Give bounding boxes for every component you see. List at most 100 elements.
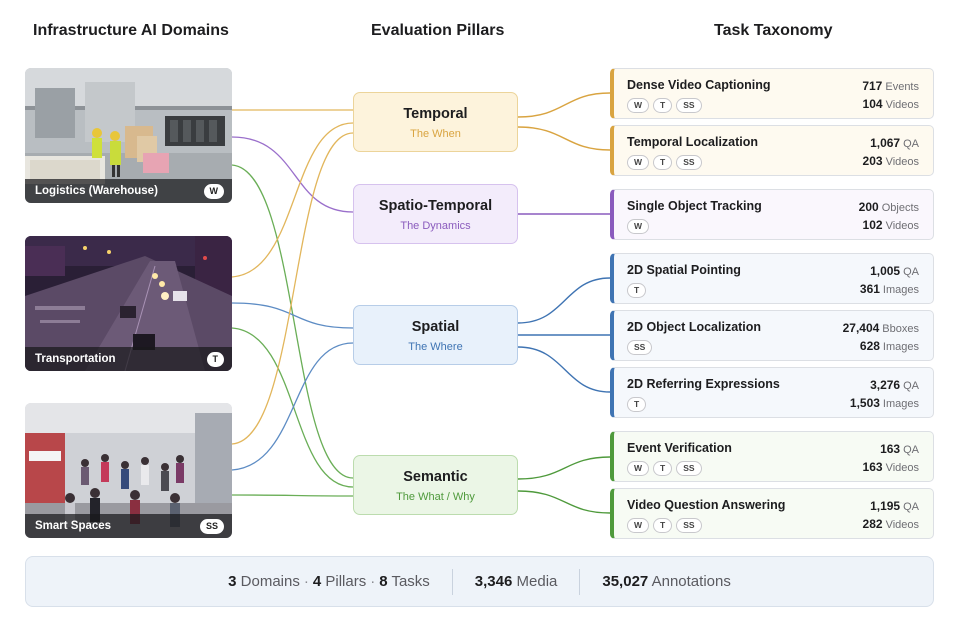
task-name: 2D Spatial Pointing — [627, 263, 741, 277]
pillar-temporal[interactable]: Temporal The When — [353, 92, 518, 152]
domain-card-smart-spaces[interactable]: Smart Spaces SS — [25, 403, 232, 538]
task-tags: W T SS — [627, 518, 702, 533]
pillar-spatio-temporal[interactable]: Spatio-Temporal The Dynamics — [353, 184, 518, 244]
link-logistics-spatiotemporal — [231, 136, 354, 213]
summary-bar: 3 Domains·4 Pillars·8 Tasks 3,346 Media … — [25, 556, 934, 607]
domain-tag: SS — [676, 98, 702, 113]
summary-counts: 3 Domains·4 Pillars·8 Tasks — [228, 573, 430, 590]
domain-badge: T — [206, 352, 224, 367]
pillar-semantic[interactable]: Semantic The What / Why — [353, 455, 518, 515]
domain-tag: W — [627, 155, 650, 170]
summary-divider — [579, 568, 581, 595]
domain-tag: SS — [676, 155, 702, 170]
domain-tag: T — [653, 518, 673, 533]
task-name: Single Object Tracking — [627, 199, 762, 213]
domain-tag: SS — [627, 340, 653, 355]
summary-annotations: 35,027 Annotations — [602, 573, 731, 590]
task-tags: W T SS — [627, 461, 702, 476]
link-spatial-re — [517, 346, 611, 393]
task-name: 2D Object Localization — [627, 320, 762, 334]
domains-header: Infrastructure AI Domains — [33, 22, 229, 39]
domain-label: Logistics (Warehouse) — [25, 179, 232, 203]
domain-label: Transportation — [25, 347, 232, 371]
task-name: Event Verification — [627, 441, 732, 455]
link-logistics-semantic — [231, 164, 354, 479]
link-temporal-tl — [517, 126, 611, 151]
task-tags: T — [627, 283, 647, 298]
task-name: Video Question Answering — [627, 498, 786, 512]
pillar-subtitle: The Where — [408, 341, 463, 353]
pillar-name: Spatio-Temporal — [378, 198, 493, 214]
link-smart-temporal — [231, 132, 354, 445]
pillar-subtitle: The Dynamics — [400, 220, 471, 232]
summary-divider — [451, 568, 453, 595]
domain-tag: T — [653, 98, 673, 113]
link-transport-temporal — [231, 122, 354, 278]
domain-tag: T — [653, 461, 673, 476]
summary-media: 3,346 Media — [474, 573, 558, 590]
link-smart-spatial — [231, 342, 354, 471]
domain-tag: T — [627, 283, 647, 298]
task-name: Dense Video Captioning — [627, 78, 771, 92]
task-tags: W T SS — [627, 155, 702, 170]
pillar-subtitle: The When — [410, 128, 461, 140]
task-name: 2D Referring Expressions — [627, 377, 780, 391]
link-transport-spatial — [231, 302, 354, 329]
domain-badge: SS — [199, 519, 224, 534]
domain-label: Smart Spaces — [25, 514, 232, 538]
task-tags: T — [627, 397, 647, 412]
task-tags: W T SS — [627, 98, 702, 113]
domain-tag: W — [627, 219, 650, 234]
link-spatial-sp — [517, 277, 611, 324]
domain-tag: W — [627, 98, 650, 113]
domain-badge: W — [203, 184, 224, 199]
pillar-subtitle: The What / Why — [396, 491, 475, 503]
pillar-name: Spatial — [411, 319, 460, 335]
task-name: Temporal Localization — [627, 135, 759, 149]
link-semantic-vqa — [517, 490, 611, 514]
pillar-name: Semantic — [403, 469, 468, 485]
domain-tag: T — [627, 397, 647, 412]
link-smart-semantic — [231, 494, 354, 497]
taxonomy-header: Task Taxonomy — [714, 22, 833, 39]
domain-tag: W — [627, 461, 650, 476]
domain-tag: SS — [676, 461, 702, 476]
task-tags: W — [627, 219, 650, 234]
task-tags: SS — [627, 340, 653, 355]
domain-tag: T — [653, 155, 673, 170]
link-temporal-dvc — [517, 92, 611, 118]
link-semantic-ev — [517, 456, 611, 480]
pillar-spatial[interactable]: Spatial The Where — [353, 305, 518, 365]
domain-tag: SS — [676, 518, 702, 533]
domain-card-logistics[interactable]: Logistics (Warehouse) W — [25, 68, 232, 203]
domain-card-transportation[interactable]: Transportation T — [25, 236, 232, 371]
pillars-header: Evaluation Pillars — [371, 22, 505, 39]
domain-tag: W — [627, 518, 650, 533]
link-transport-semantic — [231, 327, 354, 488]
